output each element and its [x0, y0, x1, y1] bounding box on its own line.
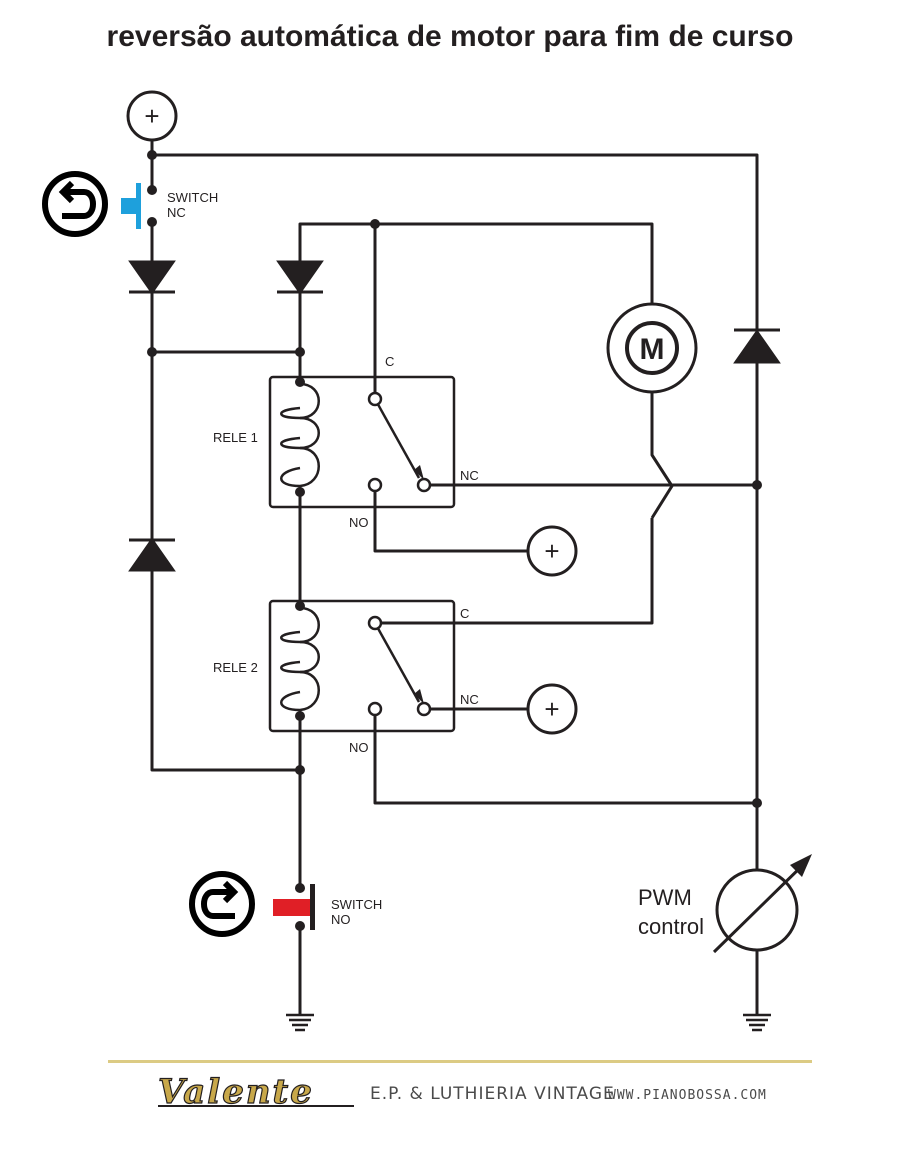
switch-contact-dot	[295, 921, 305, 931]
switch-no	[273, 884, 315, 930]
relay-1-label: RELE 1	[213, 430, 258, 445]
wire-top-bus	[150, 140, 759, 330]
junction-dot	[752, 480, 762, 490]
footer-url: WWW.PIANOBOSSA.COM	[608, 1088, 767, 1103]
supply-top	[126, 90, 178, 142]
diode-left-top	[128, 260, 176, 295]
switch-nc-label-1: SWITCH	[167, 190, 218, 205]
ground-right	[743, 1013, 771, 1032]
junction-dot	[752, 798, 762, 808]
relay-1-nc-label: NC	[460, 468, 479, 483]
wire-c2	[375, 518, 654, 625]
junction-dot	[295, 601, 305, 611]
relay-2-nc-label: NC	[460, 692, 479, 707]
switch-no-label-2: NO	[331, 912, 351, 927]
pwm-label-1: PWM	[638, 885, 692, 910]
switch-contact-dot	[147, 217, 157, 227]
relay-2-coil	[280, 606, 320, 716]
relay-2-label: RELE 2	[213, 660, 258, 675]
pwm-arrow-head	[790, 854, 812, 877]
relay-1-coil	[280, 382, 320, 492]
page-title: reversão automática de motor para fim de…	[106, 20, 794, 53]
relay-1-contacts	[367, 391, 432, 493]
relay-1-c-label: C	[385, 354, 394, 369]
footer-rule	[108, 1060, 812, 1063]
footer: E.P. & LUTHIERIA VINTAGE WWW.PIANOBOSSA.…	[108, 1060, 812, 1120]
wire-no1	[373, 485, 528, 553]
relay-2-arrow	[414, 689, 424, 704]
wire-motor-bottom	[650, 393, 674, 519]
diode-left-lower	[128, 537, 176, 572]
junction-dot	[147, 347, 157, 357]
footer-subtitle: E.P. & LUTHIERIA VINTAGE	[370, 1084, 615, 1104]
switch-nc	[121, 183, 141, 229]
switch-no-label-1: SWITCH	[331, 897, 382, 912]
redo-arrow-icon	[189, 871, 255, 937]
junction-dot	[295, 347, 305, 357]
pwm-control	[712, 860, 808, 954]
switch-contact-dot	[295, 883, 305, 893]
relay-2-box	[268, 599, 456, 733]
junction-dot	[295, 765, 305, 775]
ground-left	[286, 1013, 314, 1032]
relay-2-no-label: NO	[349, 740, 369, 755]
supply-top-plus: +	[144, 101, 159, 131]
relay-2-c-label: C	[460, 606, 469, 621]
diode-middle-top	[276, 260, 324, 295]
wire-diode2-top	[298, 222, 654, 305]
pwm-label-2: control	[638, 914, 704, 939]
supply-relay1-no	[526, 525, 578, 577]
supply-relay2-nc-plus: +	[544, 694, 559, 724]
undo-arrow-icon	[42, 171, 108, 237]
switch-nc-label-2: NC	[167, 205, 186, 220]
wire-left-lower	[150, 570, 300, 772]
junction-dot	[370, 219, 380, 229]
wire-no2	[373, 709, 757, 805]
relay-1-arrow	[414, 465, 424, 480]
supply-relay1-no-plus: +	[544, 536, 559, 566]
relay-1-no-label: NO	[349, 515, 369, 530]
relay-2-contacts	[367, 615, 432, 717]
diode-right	[733, 328, 781, 364]
switch-contact-dot	[147, 185, 157, 195]
junction-dot	[147, 150, 157, 160]
motor-label: M	[640, 333, 665, 366]
supply-relay2-nc	[526, 683, 578, 735]
relay-1-box	[268, 375, 456, 509]
motor	[606, 302, 698, 394]
